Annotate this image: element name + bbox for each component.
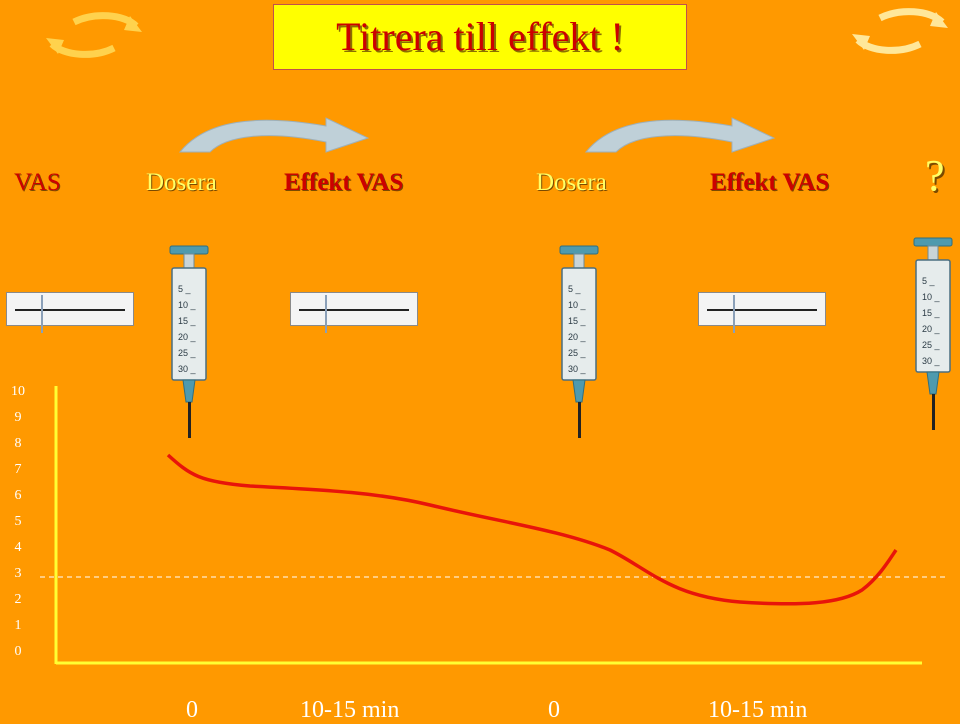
y-tick-2: 2: [14, 592, 22, 607]
y-tick-6: 6: [14, 488, 22, 503]
header-vas: VAS: [14, 169, 61, 196]
y-tick-8: 8: [14, 436, 22, 451]
syringe-2-mark-1: 10 _: [568, 300, 587, 310]
vas-scale-3: [698, 292, 826, 333]
y-tick-1: 1: [14, 618, 22, 633]
page-title: Titrera till effekt !: [336, 14, 624, 59]
y-tick-3: 3: [14, 566, 22, 581]
y-tick-4: 4: [14, 540, 22, 555]
header-effekt-vas-1: Effekt VAS: [284, 169, 404, 196]
header-effekt-vas-2: Effekt VAS: [710, 169, 830, 196]
syringe-3-mark-1: 10 _: [922, 292, 941, 302]
question-mark: ?: [925, 151, 945, 200]
x-label-0-first: 0: [186, 697, 198, 723]
syringe-1-mark-4: 25 _: [178, 348, 197, 358]
syringe-1-mark-2: 15 _: [178, 316, 197, 326]
syringe-3-mark-2: 15 _: [922, 308, 941, 318]
curved-arrow-icon-1: [178, 117, 370, 153]
x-label-10-15-min-first: 10-15 min: [300, 697, 400, 723]
vas-scale-2: [290, 292, 418, 333]
syringe-icon-3: 5 _ 10 _ 15 _ 20 _ 25 _ 30 _: [913, 237, 953, 430]
syringe-1-mark-1: 10 _: [178, 300, 197, 310]
syringe-icon-1: 5 _ 10 _ 15 _ 20 _ 25 _ 30 _: [169, 245, 209, 438]
syringe-1-mark-0: 5 _: [178, 284, 192, 294]
syringe-2-mark-3: 20 _: [568, 332, 587, 342]
header-dosera-1: Dosera: [146, 169, 217, 196]
syringe-2-mark-4: 25 _: [568, 348, 587, 358]
curved-arrow-icon-2: [584, 117, 776, 153]
syringe-icon-2: 5 _ 10 _ 15 _ 20 _ 25 _ 30 _: [559, 245, 599, 438]
syringe-2-mark-5: 30 _: [568, 364, 587, 374]
cycle-arrows-icon-right: [852, 8, 948, 54]
title-box: Titrera till effekt !: [273, 4, 687, 70]
y-tick-7: 7: [14, 462, 22, 477]
x-label-0-second: 0: [548, 697, 560, 723]
syringe-3-mark-0: 5 _: [922, 276, 936, 286]
y-tick-9: 9: [14, 410, 22, 425]
syringe-2-mark-2: 15 _: [568, 316, 587, 326]
y-tick-0: 0: [14, 644, 22, 659]
vas-scale-1: [6, 292, 134, 333]
syringe-2-mark-0: 5 _: [568, 284, 582, 294]
cycle-arrows-icon-left: [46, 12, 142, 58]
header-dosera-2: Dosera: [536, 169, 607, 196]
pain-curve: [166, 453, 898, 606]
syringe-3-mark-3: 20 _: [922, 324, 941, 334]
syringe-1-mark-3: 20 _: [178, 332, 197, 342]
syringe-3-mark-5: 30 _: [922, 356, 941, 366]
syringe-3-mark-4: 25 _: [922, 340, 941, 350]
y-tick-10: 10: [11, 384, 25, 399]
y-tick-5: 5: [14, 514, 22, 529]
x-label-10-15-min-second: 10-15 min: [708, 697, 808, 723]
syringe-1-mark-5: 30 _: [178, 364, 197, 374]
